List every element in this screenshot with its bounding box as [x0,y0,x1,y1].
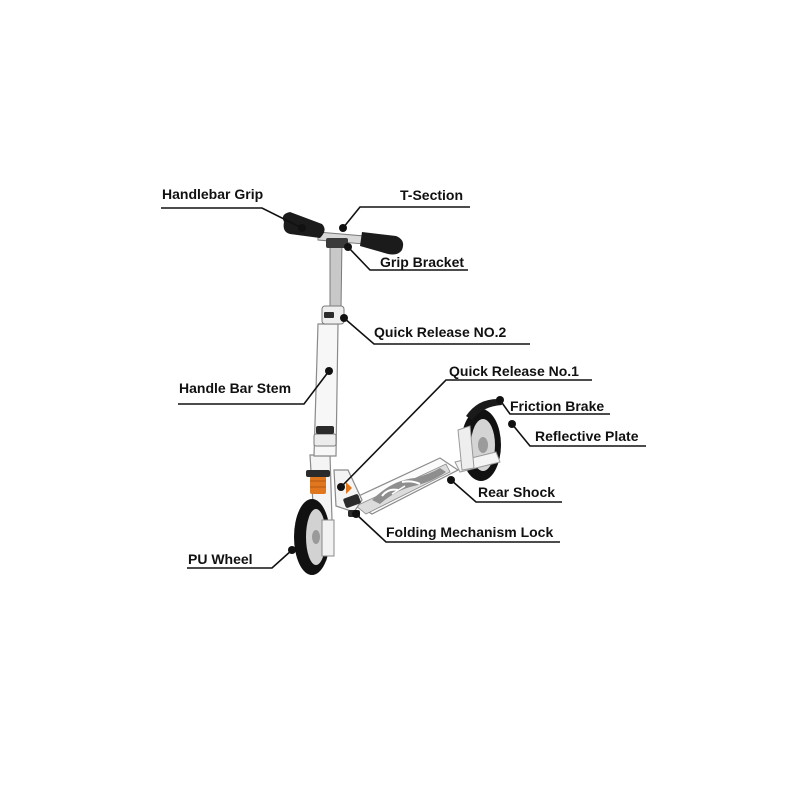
leader-dots [288,224,516,554]
dot-pu-wheel [288,546,296,554]
dot-handlebar-grip [298,224,306,232]
label-rear-shock: Rear Shock [478,484,556,500]
leader-grip-bracket [347,246,468,271]
leader-handlebar-grip [161,207,303,229]
leader-pu-wheel [187,549,293,569]
leader-lines [161,206,646,569]
dot-grip-bracket [344,243,352,251]
label-quick-release-1: Quick Release No.1 [449,363,579,379]
leader-reflective-plate [511,423,646,447]
dot-folding-lock [352,510,360,518]
deck [348,457,460,515]
folding-joint [333,469,363,517]
label-quick-release-2: Quick Release NO.2 [374,324,507,340]
leader-handle-bar-stem [178,370,330,405]
label-t-section: T-Section [400,187,464,203]
dot-reflective-plate [508,420,516,428]
leader-quick-release-2 [343,317,530,345]
leader-t-section [342,206,470,229]
label-friction-brake: Friction Brake [510,398,605,414]
label-folding-mechanism-lock: Folding Mechanism Lock [386,524,554,540]
label-handlebar-grip: Handlebar Grip [162,186,264,202]
label-grip-bracket: Grip Bracket [380,254,465,270]
dot-quick-release-1 [337,483,345,491]
dot-rear-shock [447,476,455,484]
label-handle-bar-stem: Handle Bar Stem [179,380,292,396]
stem [313,239,345,457]
dot-t-section [339,224,347,232]
dot-friction-brake [496,396,504,404]
label-reflective-plate: Reflective Plate [535,428,639,444]
dot-quick-release-2 [340,314,348,322]
label-pu-wheel: PU Wheel [188,551,253,567]
front-wheel [294,499,335,575]
leader-quick-release-1 [340,379,592,488]
rear-fork [454,425,501,473]
leader-rear-shock [450,479,562,503]
leader-friction-brake [499,399,610,415]
dot-handle-bar-stem [325,367,333,375]
handlebar [282,212,404,255]
friction-brake-fender [466,398,502,420]
leader-folding-lock [355,513,560,543]
